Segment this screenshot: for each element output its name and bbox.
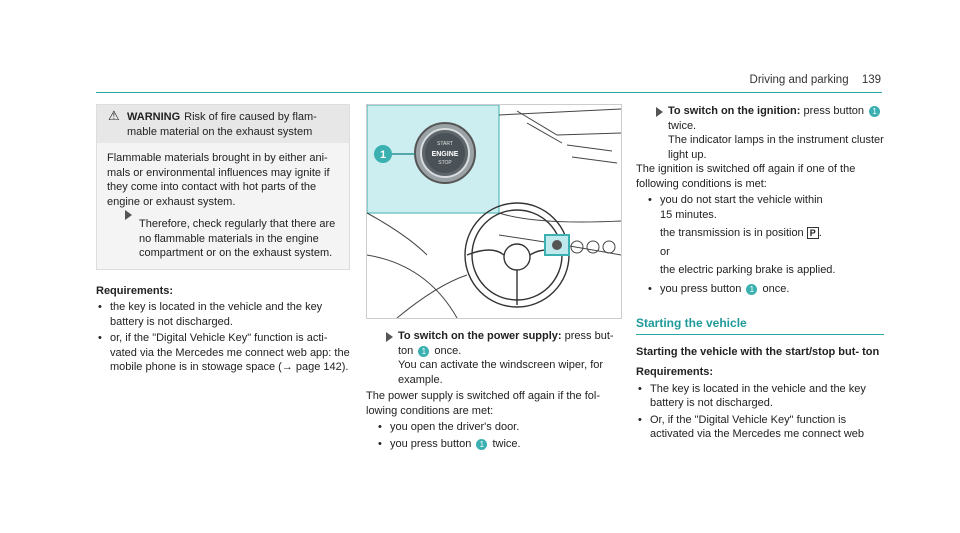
warning-text: Flammable materials brought in by either… [107, 152, 330, 208]
requirements-title: Requirements: [636, 366, 714, 378]
requirements-title: Requirements: [96, 284, 174, 297]
step-text: You can activate the windscreen wiper, f… [398, 359, 604, 386]
step-text: twice. [668, 119, 697, 132]
list-item: or, if the "Digital Vehicle Key" functio… [98, 331, 350, 375]
steering-wheel-icon [464, 202, 570, 308]
step-title: To switch on the ignition: [668, 105, 801, 117]
requirements-list: the key is located in the vehicle and th… [96, 300, 350, 375]
section-title: Starting the vehicle [636, 316, 747, 330]
column-2: START ENGINE STOP 1 [366, 104, 622, 453]
step-arrow-icon [386, 332, 393, 342]
page-number: 139 [861, 74, 881, 86]
callout-badge: 1 [476, 438, 488, 450]
warning-step: Therefore, check regularly that there ar… [107, 209, 339, 261]
requirements-list: The key is located in the vehicle and th… [636, 382, 884, 442]
list-item: Or, if the "Digital Vehicle Key" functio… [638, 413, 884, 442]
requirements-block: Requirements: the key is located in the … [96, 284, 350, 375]
conditions-list: you open the driver's door. you press bu… [366, 420, 620, 451]
step-text: press but- ton [398, 330, 614, 357]
ignition-step: To switch on the ignition: press button … [636, 104, 884, 162]
callout-badge: 1 [418, 345, 430, 357]
vent-icons [570, 240, 616, 254]
running-header: Driving and parking 139 [750, 73, 881, 88]
step-text: press button [803, 105, 864, 117]
list-item: you do not start the vehicle within 15 m… [648, 193, 884, 278]
button-top-label: START [437, 141, 453, 147]
callout-number: 1 [380, 149, 386, 161]
section-name: Driving and parking [749, 74, 849, 86]
callout-badge: 1 [869, 106, 881, 117]
header-rule [96, 92, 882, 93]
button-mid-label: ENGINE [432, 151, 459, 158]
button-bottom-label: STOP [438, 160, 452, 166]
list-item: you open the driver's door. [378, 420, 620, 435]
step-arrow-icon [656, 107, 663, 117]
warning-step-text: Therefore, check regularly that there ar… [139, 218, 336, 259]
callout-marker [374, 145, 392, 163]
cockpit-drawing: START ENGINE STOP 1 [367, 105, 621, 318]
gear-p-symbol: P [806, 227, 819, 239]
step-text: once. [434, 344, 462, 357]
cockpit-illustration: START ENGINE STOP 1 [366, 104, 622, 319]
warning-headline: Risk of fire caused by flam- mable mater… [127, 111, 317, 138]
paragraph: The ignition is switched off again if on… [636, 163, 856, 190]
section-rule [636, 333, 884, 335]
step-text: The indicator lamps in the instrument cl… [668, 134, 884, 161]
list-item: The key is located in the vehicle and th… [638, 382, 884, 411]
step-arrow-icon [125, 210, 132, 220]
warning-triangle-icon: ⚠ [108, 108, 120, 123]
column-3: To switch on the ignition: press button … [636, 104, 884, 444]
start-stop-button-icon: START ENGINE STOP [414, 122, 476, 184]
paragraph: The power supply is switched off again i… [366, 390, 600, 417]
list-item: the key is located in the vehicle and th… [98, 300, 350, 329]
list-item: you press button 1 once. [648, 282, 884, 297]
conditions-list: you do not start the vehicle within 15 m… [636, 193, 884, 296]
list-item: you press button 1 twice. [378, 437, 620, 452]
callout-badge: 1 [746, 283, 758, 295]
warning-label: WARNING [127, 111, 181, 123]
step-title: To switch on the power supply: [398, 330, 562, 342]
subsection-title: Starting the vehicle with the start/stop… [636, 345, 880, 358]
warning-body: Flammable materials brought in by either… [97, 143, 349, 269]
power-supply-step: To switch on the power supply: press but… [366, 329, 620, 387]
